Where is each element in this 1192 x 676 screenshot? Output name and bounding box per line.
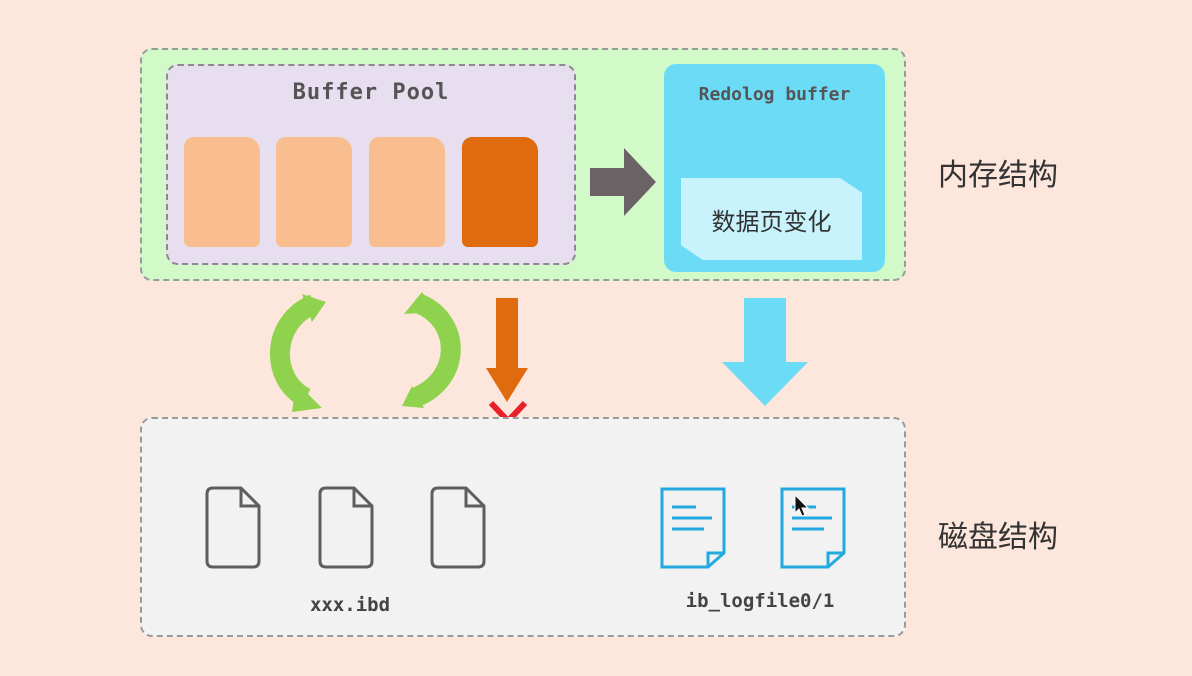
- buffer-page: [184, 137, 260, 247]
- dirty-buffer-page: [462, 137, 538, 247]
- sync-arrows-icon: [269, 292, 461, 412]
- log-file-icon: [780, 487, 846, 569]
- mouse-cursor-icon: [794, 493, 810, 517]
- arrow-down-icon: [486, 298, 528, 402]
- file-icon: [318, 486, 374, 569]
- redo-log-entry: 数据页变化: [681, 178, 862, 260]
- buffer-page: [369, 137, 445, 247]
- log-files-label: ib_logfile0/1: [685, 590, 835, 612]
- redo-log-buffer-title: Redolog buffer: [698, 84, 851, 105]
- file-icon: [430, 486, 486, 569]
- arrow-right-icon: [590, 148, 656, 216]
- redo-log-entry-text: 数据页变化: [711, 207, 832, 236]
- memory-structure-label: 内存结构: [938, 158, 1058, 193]
- disk-structure-label: 磁盘结构: [938, 520, 1058, 555]
- arrow-down-icon: [722, 298, 808, 406]
- log-file-icon: [660, 487, 726, 569]
- buffer-page: [276, 137, 352, 247]
- buffer-pool-title: Buffer Pool: [292, 80, 450, 105]
- disk-area: [140, 417, 906, 637]
- file-icon: [205, 486, 261, 569]
- data-files-label: xxx.ibd: [309, 594, 391, 616]
